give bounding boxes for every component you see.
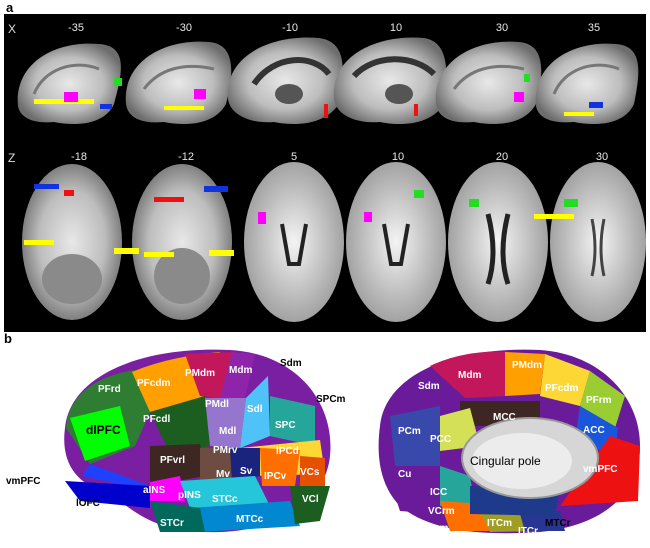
coord-label: 20 — [495, 151, 509, 163]
brain-slices-panel: X -35 -30 -10 10 30 35 Z -18 -12 5 10 20… — [4, 14, 646, 332]
lateral-labels: PFrd PFcdm PMdm Mdm Sdm SPCm dlPFC PFcdl… — [6, 358, 346, 544]
coord-label: 10 — [391, 151, 405, 163]
region-label: VCrm — [428, 506, 455, 517]
region-label: MTCr — [164, 533, 190, 543]
cortex-parcellation-panel: PFrd PFcdm PMdm Mdm Sdm SPCm dlPFC PFcdl… — [0, 336, 650, 544]
region-label: Sdm — [418, 381, 440, 392]
region-label: ICC — [430, 487, 447, 498]
region-label: Sdl — [247, 404, 263, 415]
parcellation-drawing: PFrd PFcdm PMdm Mdm Sdm SPCm dlPFC PFcdl… — [6, 349, 640, 544]
coord-label: -12 — [178, 151, 194, 163]
region-label: ITCr — [518, 526, 538, 537]
medial-labels: Mdm PMdm Sdm PFcdm PFrm PCm MCC ACC PCC … — [398, 360, 617, 537]
region-label: aINS — [143, 485, 166, 496]
axial-slice — [132, 164, 232, 320]
region-label: PFcdm — [137, 378, 170, 389]
region-label: dlPFC — [86, 423, 121, 437]
region-label: PCC — [430, 434, 451, 445]
region-label: Mdm — [229, 365, 252, 376]
region-label: IPCv — [264, 471, 287, 482]
axial-slice — [448, 162, 548, 322]
axis-label-x: X — [8, 22, 17, 36]
activation-markers — [24, 74, 603, 257]
region-label: VCcm — [420, 523, 448, 534]
region-label: Sdm — [280, 358, 302, 369]
axial-slice — [244, 162, 344, 322]
region-label: PCm — [398, 426, 421, 437]
axial-slice — [22, 164, 122, 320]
region-label: VCs — [300, 467, 320, 478]
coord-label: 30 — [595, 151, 609, 163]
sagittal-slice — [435, 41, 542, 125]
coord-label: -10 — [282, 22, 298, 34]
coord-label: 5 — [290, 151, 298, 163]
region-label: IPCd — [276, 446, 299, 457]
region-label: vmPFC — [583, 464, 617, 475]
sagittal-slice — [333, 37, 447, 125]
region-label: STCr — [160, 518, 184, 529]
region-label: PFcdm — [545, 383, 578, 394]
region-label: Sv — [240, 466, 253, 477]
region-label: VCl — [302, 494, 319, 505]
region-label: PFvrl — [160, 455, 185, 466]
region-label: PFrm — [586, 395, 612, 406]
coord-label: 30 — [495, 22, 509, 34]
region-label: vmPFC — [6, 476, 40, 487]
coord-label: -35 — [68, 22, 84, 34]
axial-slice — [346, 162, 446, 322]
region-label: Cu — [398, 469, 411, 480]
coord-label: -18 — [71, 151, 87, 163]
region-label: MTCc — [236, 514, 264, 525]
sagittal-slice — [17, 43, 121, 125]
coord-label: 35 — [587, 22, 601, 34]
region-label: SPC — [275, 420, 296, 431]
region-label: Cingular pole — [470, 454, 541, 468]
medial-hemisphere — [378, 349, 640, 534]
region-label: PFrd — [98, 384, 121, 395]
region-label: PFcdl — [143, 414, 170, 425]
region-label: Mdm — [458, 370, 481, 381]
region-label: PMrv — [213, 445, 238, 456]
slices-drawing — [17, 37, 646, 322]
axial-slice — [550, 162, 646, 322]
sagittal-slice — [227, 37, 343, 125]
sagittal-slice — [535, 43, 639, 125]
region-label: ITCm — [487, 518, 512, 529]
region-label: MCC — [493, 412, 516, 423]
sagittal-slice — [125, 41, 232, 125]
region-label: SPCm — [316, 394, 346, 405]
axis-label-z: Z — [8, 151, 16, 165]
region-label: pINS — [178, 490, 201, 501]
region-label: Mdl — [219, 426, 236, 437]
region-label: PMdm — [185, 368, 215, 379]
region-label: lOFC — [76, 498, 100, 509]
region-label: PMdl — [205, 399, 229, 410]
region-label: MTCr — [545, 518, 571, 529]
lateral-hemisphere — [64, 349, 331, 533]
coord-label: 10 — [389, 22, 403, 34]
region-label: STCc — [212, 494, 238, 505]
region-label: ACC — [583, 425, 605, 436]
region-label: PMdm — [512, 360, 542, 371]
coord-label: -30 — [176, 22, 192, 34]
region-label: Mv — [216, 469, 230, 480]
panel-a-letter: a — [6, 0, 14, 15]
panel-b-letter: b — [4, 331, 12, 346]
